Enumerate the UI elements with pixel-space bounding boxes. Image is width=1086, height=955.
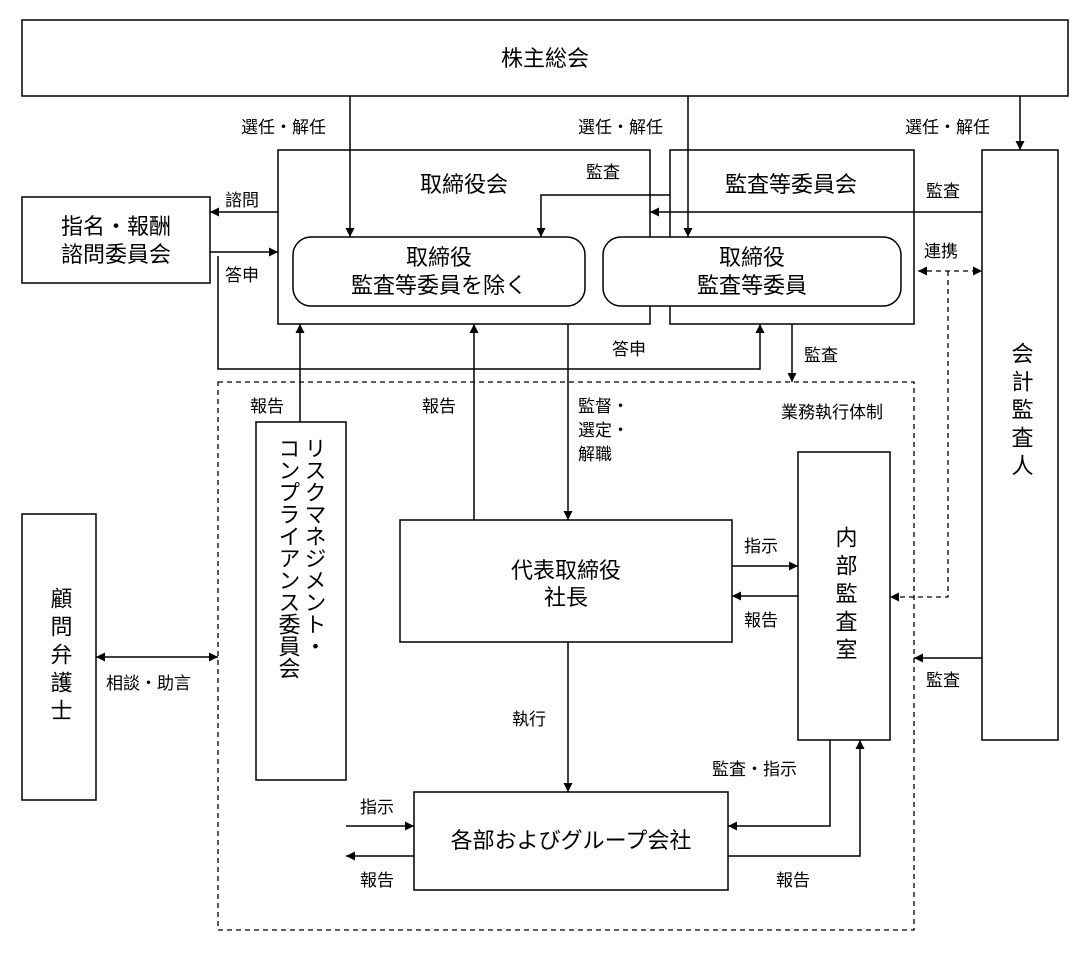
supervise-label-1: 監督・ xyxy=(578,397,629,417)
nomination-committee-box xyxy=(21,196,211,284)
nomination-line1: 指名・報酬 xyxy=(61,215,171,240)
consultation-label: 相談・助言 xyxy=(106,674,191,694)
departments-title: 各部およびグループ会社 xyxy=(451,829,692,854)
elect-label-1: 選任・解任 xyxy=(241,118,326,138)
nomination-line2: 諮問委員会 xyxy=(61,243,171,268)
execute-label: 執行 xyxy=(512,710,546,730)
president-line2: 社長 xyxy=(544,586,588,611)
shareholders-box xyxy=(21,19,1069,97)
directors-line2: 監査等委員を除く xyxy=(351,274,527,299)
risk-committee-col2: コンプライアンス委員会 xyxy=(275,437,301,679)
audit-directors-line2: 監査等委員 xyxy=(697,274,807,299)
execution-system-frame xyxy=(217,381,915,931)
risk-committee-col1: リスクマネジメント・ xyxy=(301,437,326,657)
audit-label-accounting: 監査 xyxy=(926,182,960,202)
audit-committee-title: 監査等委員会 xyxy=(725,173,857,198)
accounting-auditor-title: 会計監査人 xyxy=(1008,342,1034,482)
audit-instruct-arrow xyxy=(728,740,831,831)
instruct-label-internal: 指示 xyxy=(744,537,778,557)
report-label-dept: 報告 xyxy=(360,871,394,891)
president-line1: 代表取締役 xyxy=(511,559,621,584)
audit-directors-line1: 取締役 xyxy=(719,246,785,271)
execution-system-title: 業務執行体制 xyxy=(781,403,883,423)
cooperation-label: 連携 xyxy=(924,242,958,262)
audit-label-execution: 監査 xyxy=(804,346,838,366)
internal-audit-box xyxy=(797,451,891,741)
elect-label-3: 選任・解任 xyxy=(905,118,990,138)
report-label-risk: 報告 xyxy=(250,397,284,417)
audit-instruct-label: 監査・指示 xyxy=(712,760,797,780)
answer-arrow-audit-committee xyxy=(217,256,765,370)
supervise-label-2: 選定・ xyxy=(578,421,629,441)
audit-directors-box xyxy=(602,236,902,307)
directors-box xyxy=(292,236,586,307)
accounting-auditor-box xyxy=(981,149,1059,741)
internal-audit-title: 内部監査室 xyxy=(832,526,858,666)
answer-label-1: 答申 xyxy=(225,266,259,286)
elect-label-2: 選任・解任 xyxy=(578,118,663,138)
consult-label: 諮問 xyxy=(225,191,259,211)
risk-committee-box xyxy=(255,421,347,781)
report-label-president: 報告 xyxy=(422,397,456,417)
instruct-label-dept: 指示 xyxy=(360,798,394,818)
supervise-label-3: 解職 xyxy=(578,445,612,465)
report-arrow-dept-internal xyxy=(728,740,865,857)
directors-line1: 取締役 xyxy=(406,246,472,271)
report-label-internal: 報告 xyxy=(744,611,778,631)
shareholders-title: 株主総会 xyxy=(501,47,589,72)
report-label-internal2: 報告 xyxy=(776,871,810,891)
departments-box xyxy=(413,791,729,891)
cooperation-arrow-internal-audit xyxy=(890,271,949,602)
board-title: 取締役会 xyxy=(420,173,508,198)
advisor-title: 顧問弁護士 xyxy=(47,587,73,727)
answer-label-2: 答申 xyxy=(612,340,646,360)
advisor-box xyxy=(21,513,97,801)
audit-arrow-board xyxy=(536,194,670,237)
audit-label-board: 監査 xyxy=(586,163,620,183)
president-box xyxy=(399,519,733,643)
audit-label-internal: 監査 xyxy=(926,671,960,691)
